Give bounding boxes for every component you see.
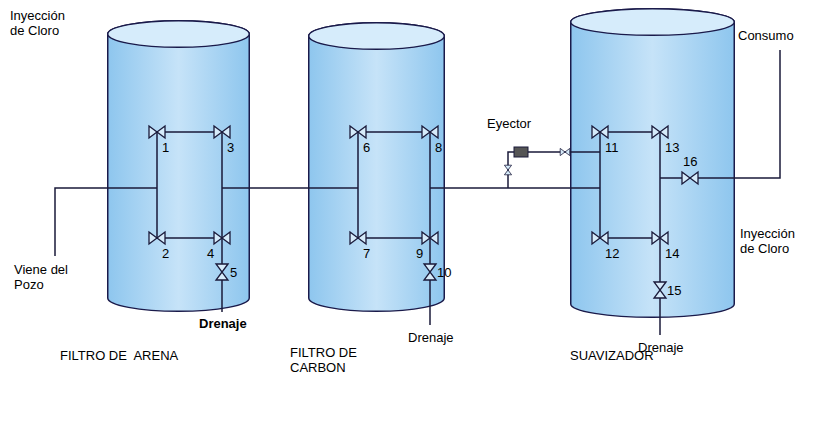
tank-label: FILTRO DE ARENA (60, 348, 210, 363)
pipe-label: Eyector (487, 116, 547, 131)
valve-symbol (214, 232, 230, 244)
tank-node: FILTRO DE CARBON (308, 22, 445, 312)
callout-number: 9 (416, 246, 430, 261)
callout-number: 14 (665, 246, 689, 261)
pipe-label: Inyección de Cloro (10, 8, 80, 38)
callout-number: 5 (230, 265, 250, 280)
tank-node: SUAVIZADOR (570, 8, 735, 318)
drain-pipe (429, 238, 431, 325)
callout-number: 15 (667, 283, 691, 298)
pipe-label: Drenaje (638, 340, 698, 355)
pipe (570, 187, 600, 189)
tank-node: FILTRO DE ARENA (107, 20, 250, 312)
callout-number: 1 (162, 140, 182, 155)
pipe-label: Drenaje (199, 316, 259, 331)
callout-number: 3 (227, 140, 247, 155)
tank-outline (570, 8, 735, 318)
ejector-symbol (514, 147, 528, 157)
callout-number: 8 (435, 140, 455, 155)
pipe-label: Drenaje (408, 330, 468, 345)
pipe-label: Consumo (738, 28, 808, 43)
pipe (430, 187, 445, 189)
callout-number: 13 (665, 140, 689, 155)
tank-outline (308, 22, 445, 312)
valve-symbol (422, 232, 438, 244)
tank-outline (107, 20, 250, 312)
callout-number: 10 (437, 265, 461, 280)
valve-symbol (652, 232, 668, 244)
callout-number: 2 (162, 246, 182, 261)
pipe-label: Viene del Pozo (14, 262, 76, 292)
tank-top (309, 23, 445, 50)
callout-number: 12 (605, 246, 629, 261)
tank-label: FILTRO DE CARBON (290, 345, 368, 375)
callout-number: 4 (207, 246, 221, 261)
tank-body (108, 21, 250, 312)
pipe (308, 187, 358, 189)
tank-top (571, 9, 735, 36)
valve-symbol (560, 148, 570, 155)
tank-body (571, 9, 735, 318)
callout-number: 11 (605, 140, 629, 155)
pipe-connector (445, 187, 570, 189)
callout-number: 6 (363, 140, 383, 155)
callout-number: 7 (363, 246, 383, 261)
callout-number: 16 (683, 154, 707, 169)
tank-body (309, 23, 445, 312)
pipe-connector (250, 187, 308, 189)
tank-top (108, 21, 250, 48)
pipe-label: Inyección de Cloro (740, 226, 812, 256)
valve-symbol (504, 165, 511, 175)
pipe (222, 187, 250, 189)
